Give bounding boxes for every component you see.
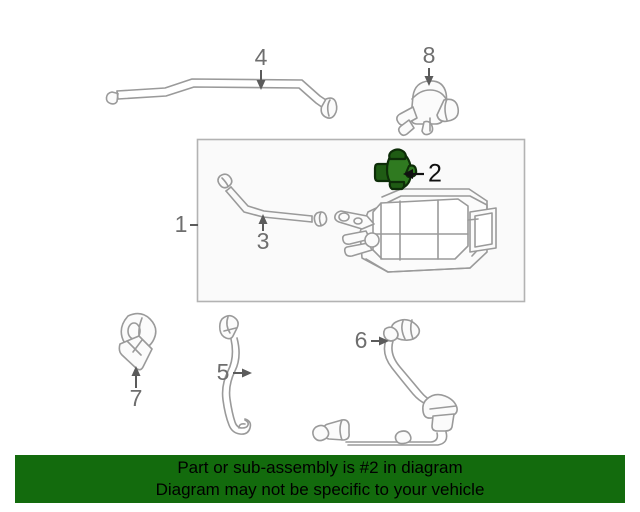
tube-left-cap <box>116 90 119 100</box>
cable-connector-band <box>223 327 237 332</box>
harness-cable-edge-b <box>391 340 433 402</box>
canister-top-rail <box>381 188 488 202</box>
harness-cable-edge-a <box>383 339 427 405</box>
canister-bottom-skirt <box>365 258 471 273</box>
purge-valve-cap <box>388 148 407 161</box>
hose-upper-edge <box>230 186 313 217</box>
hose-left-cap <box>225 186 232 192</box>
caption-line-primary: Part or sub-assembly is #2 in diagram <box>177 458 463 477</box>
tube-right-fitting-crease <box>326 99 331 117</box>
mount-arm-hole-1 <box>338 212 350 222</box>
hose-right-connector <box>313 211 328 227</box>
harness-connector-seam-2 <box>409 319 414 340</box>
callout-label-6: 6 <box>355 327 368 353</box>
harness-sensor-tip <box>431 413 455 432</box>
caption-banner: Part or sub-assembly is #2 in diagram Di… <box>15 455 625 503</box>
cable-top-connector <box>218 314 239 340</box>
callout-6-arrowhead <box>379 336 389 346</box>
callout-label-8: 8 <box>423 42 436 68</box>
part-7-pressure-sensor: 7 <box>118 312 157 411</box>
valve-bottom-stub <box>421 120 434 136</box>
callout-label-5: 5 <box>217 359 230 385</box>
part-2-purge-valve-highlighted: 2 <box>373 148 442 191</box>
part-4-fuel-vapor-tube: 4 <box>105 44 338 119</box>
harness-lower-conn-seam <box>339 419 343 441</box>
callout-5-arrowhead <box>242 368 252 378</box>
cable-connector-seam <box>226 316 231 334</box>
vapor-canister-body <box>334 188 497 273</box>
canister-right-connector-inner <box>474 212 493 248</box>
valve-side-cylinder <box>436 98 460 123</box>
mount-arm-hole-2 <box>353 217 363 225</box>
callout-label-2: 2 <box>428 160 442 188</box>
cable-loop-end <box>238 423 246 429</box>
tube-lower-edge <box>117 86 327 111</box>
hose-right-connector-seam <box>318 211 322 226</box>
callout-label-4: 4 <box>255 44 268 70</box>
callout-8-arrowhead <box>424 76 434 86</box>
cable-edge-left <box>221 338 252 435</box>
harness-grommet <box>394 430 412 445</box>
hose-left-ring-seam <box>221 177 229 187</box>
valve-lower-outlet <box>397 119 415 137</box>
canister-port-lower <box>343 242 373 257</box>
harness-lower-edge-b <box>347 431 448 446</box>
valve-top-ridge <box>411 89 447 100</box>
callout-2-arrowhead <box>403 169 413 179</box>
tube-left-end-fitting <box>105 91 119 105</box>
callout-7-arrowhead <box>131 366 141 376</box>
canister-main-block <box>372 198 469 260</box>
tube-right-end-fitting <box>320 97 338 119</box>
harness-lower-edge-a <box>345 432 439 443</box>
callout-3-arrowhead <box>258 214 268 224</box>
harness-connector-seam-1 <box>401 320 406 340</box>
part-3-vent-hose: 3 <box>217 173 328 254</box>
sensor-block-line-1 <box>126 340 142 356</box>
harness-nut-band <box>429 405 457 410</box>
tube-upper-edge <box>116 78 330 103</box>
canister-port-upper <box>341 230 371 245</box>
sensor-block-line-2 <box>132 339 143 353</box>
cable-edge-right <box>228 337 249 429</box>
caption-line-secondary: Diagram may not be specific to your vehi… <box>155 480 485 499</box>
part-8-vapor-control-valve: 8 <box>396 42 460 137</box>
callout-label-3: 3 <box>257 228 270 254</box>
connector-tab <box>467 218 479 221</box>
callout-1-group-pointer: 1 <box>175 211 198 237</box>
callout-label-7: 7 <box>130 385 143 411</box>
harness-upper-boot <box>382 326 399 342</box>
harness-lower-boot <box>312 424 330 442</box>
part-5-sensor-cable: 5 <box>217 314 252 435</box>
part-6-oxygen-sensor-harness: 6 <box>312 318 458 446</box>
callout-label-1: 1 <box>175 211 188 237</box>
hose-lower-edge <box>225 190 313 223</box>
purge-valve-left-flange <box>373 162 391 183</box>
canister-port-flange <box>364 232 380 248</box>
valve-cylinder-seam <box>444 98 448 121</box>
purge-valve-stem <box>388 180 406 191</box>
callout-4-arrowhead <box>256 80 266 90</box>
harness-sensor-nut <box>422 393 458 419</box>
